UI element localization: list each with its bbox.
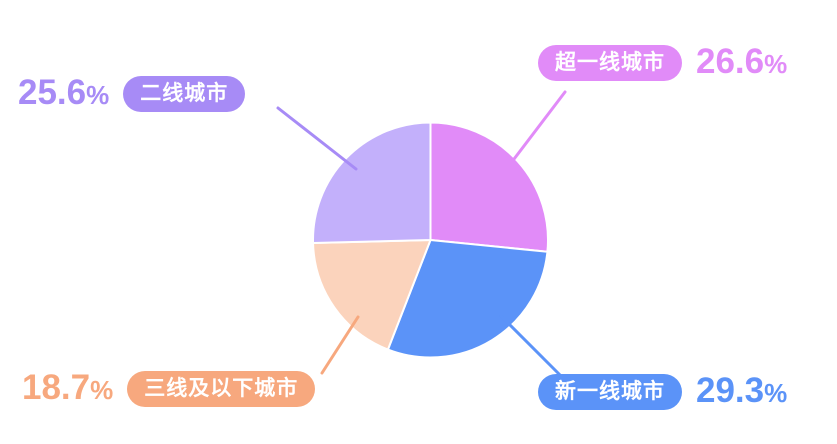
leader-line-second-tier <box>276 106 358 171</box>
percent-number-new-tier: 29.3 <box>696 371 765 410</box>
percent-value-third-tier: 18.7% <box>22 370 113 408</box>
leader-line-super-tier <box>506 90 567 169</box>
percent-symbol-third-tier: % <box>90 375 114 405</box>
percent-number-third-tier: 18.7 <box>22 368 91 407</box>
badge-label-third-tier: 三线及以下城市 <box>127 371 316 407</box>
callout-second-tier[interactable]: 25.6% 二线城市 <box>18 75 246 113</box>
percent-value-second-tier: 25.6% <box>18 75 109 113</box>
percent-symbol-new-tier: % <box>764 378 788 408</box>
pie-slice-0[interactable] <box>429 121 549 253</box>
callout-third-tier[interactable]: 18.7% 三线及以下城市 <box>22 370 316 408</box>
pie-slice-1[interactable] <box>386 238 549 359</box>
leader-line-group <box>276 90 567 378</box>
pie-slice-2[interactable] <box>312 238 432 351</box>
callout-new-tier[interactable]: 新一线城市 29.3% <box>538 373 787 411</box>
pie-slice-3[interactable] <box>312 121 432 244</box>
percent-number-second-tier: 25.6 <box>18 73 87 112</box>
badge-label-second-tier: 二线城市 <box>123 76 246 112</box>
badge-label-super-tier: 超一线城市 <box>538 45 682 81</box>
percent-symbol-super-tier: % <box>764 49 788 79</box>
callout-super-tier[interactable]: 超一线城市 26.6% <box>538 44 787 82</box>
percent-number-super-tier: 26.6 <box>696 42 765 81</box>
badge-label-new-tier: 新一线城市 <box>538 374 682 410</box>
percent-symbol-second-tier: % <box>86 80 110 110</box>
leader-line-new-tier <box>499 314 563 378</box>
leader-line-third-tier <box>320 315 360 375</box>
pie-slice-group <box>312 121 549 359</box>
percent-value-super-tier: 26.6% <box>696 44 787 82</box>
percent-value-new-tier: 29.3% <box>696 373 787 411</box>
